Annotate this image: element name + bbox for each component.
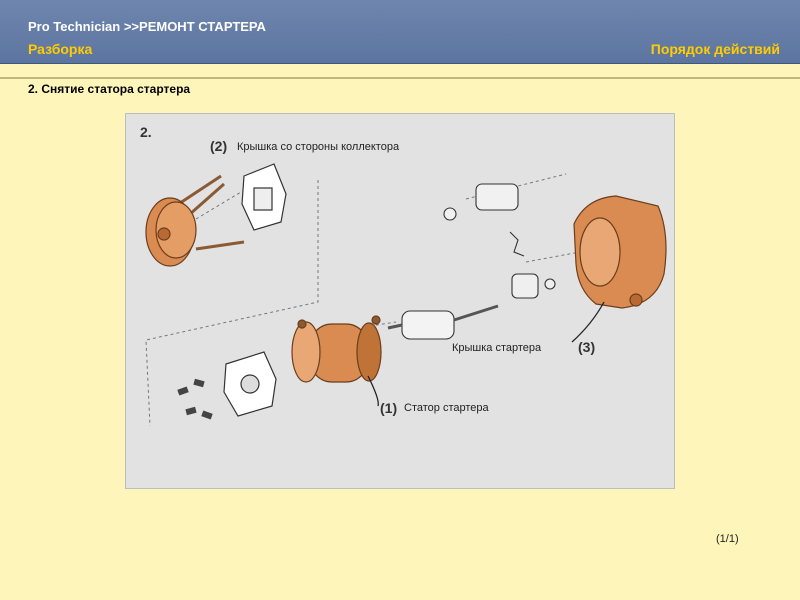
page-title: 2. Снятие статора стартера bbox=[28, 82, 191, 96]
magnetic-switch-part bbox=[443, 183, 519, 221]
section-name: Разборка bbox=[28, 41, 93, 57]
label-starter-stator: Статор стартера bbox=[404, 402, 489, 414]
exploded-view-illustration: 2. (2) Крышка со стороны коллектора Крыш… bbox=[125, 113, 675, 489]
commutator-end-cover-part bbox=[145, 174, 245, 267]
step-number: 2. bbox=[140, 124, 152, 140]
armature-part bbox=[387, 304, 499, 340]
brush-holder-plate bbox=[241, 163, 287, 231]
assembly-guide-lines bbox=[145, 173, 597, 427]
label-starter-housing: Крышка стартера bbox=[452, 342, 542, 354]
starter-exploded-diagram bbox=[145, 163, 667, 427]
header-bar: Pro Technician >>РЕМОНТ СТАРТЕРА Разборк… bbox=[0, 0, 800, 64]
breadcrumb: Pro Technician >>РЕМОНТ СТАРТЕРА bbox=[28, 19, 266, 34]
callout-part-3: (3) bbox=[578, 339, 596, 355]
label-commutator-end-cover: Крышка со стороны коллектора bbox=[237, 141, 400, 153]
brush-pieces bbox=[177, 378, 213, 420]
procedure-label: Порядок действий bbox=[650, 41, 780, 57]
callout-part-2: (2) bbox=[210, 138, 228, 154]
stator-yoke-part bbox=[291, 315, 382, 383]
divider bbox=[0, 77, 800, 79]
starter-housing-part bbox=[573, 195, 667, 309]
leader-lines bbox=[367, 301, 605, 407]
callout-part-1: (1) bbox=[380, 400, 398, 416]
page-counter: (1/1) bbox=[716, 533, 739, 545]
brush-retainer-part bbox=[223, 351, 277, 417]
clutch-pinion-part bbox=[509, 231, 556, 299]
